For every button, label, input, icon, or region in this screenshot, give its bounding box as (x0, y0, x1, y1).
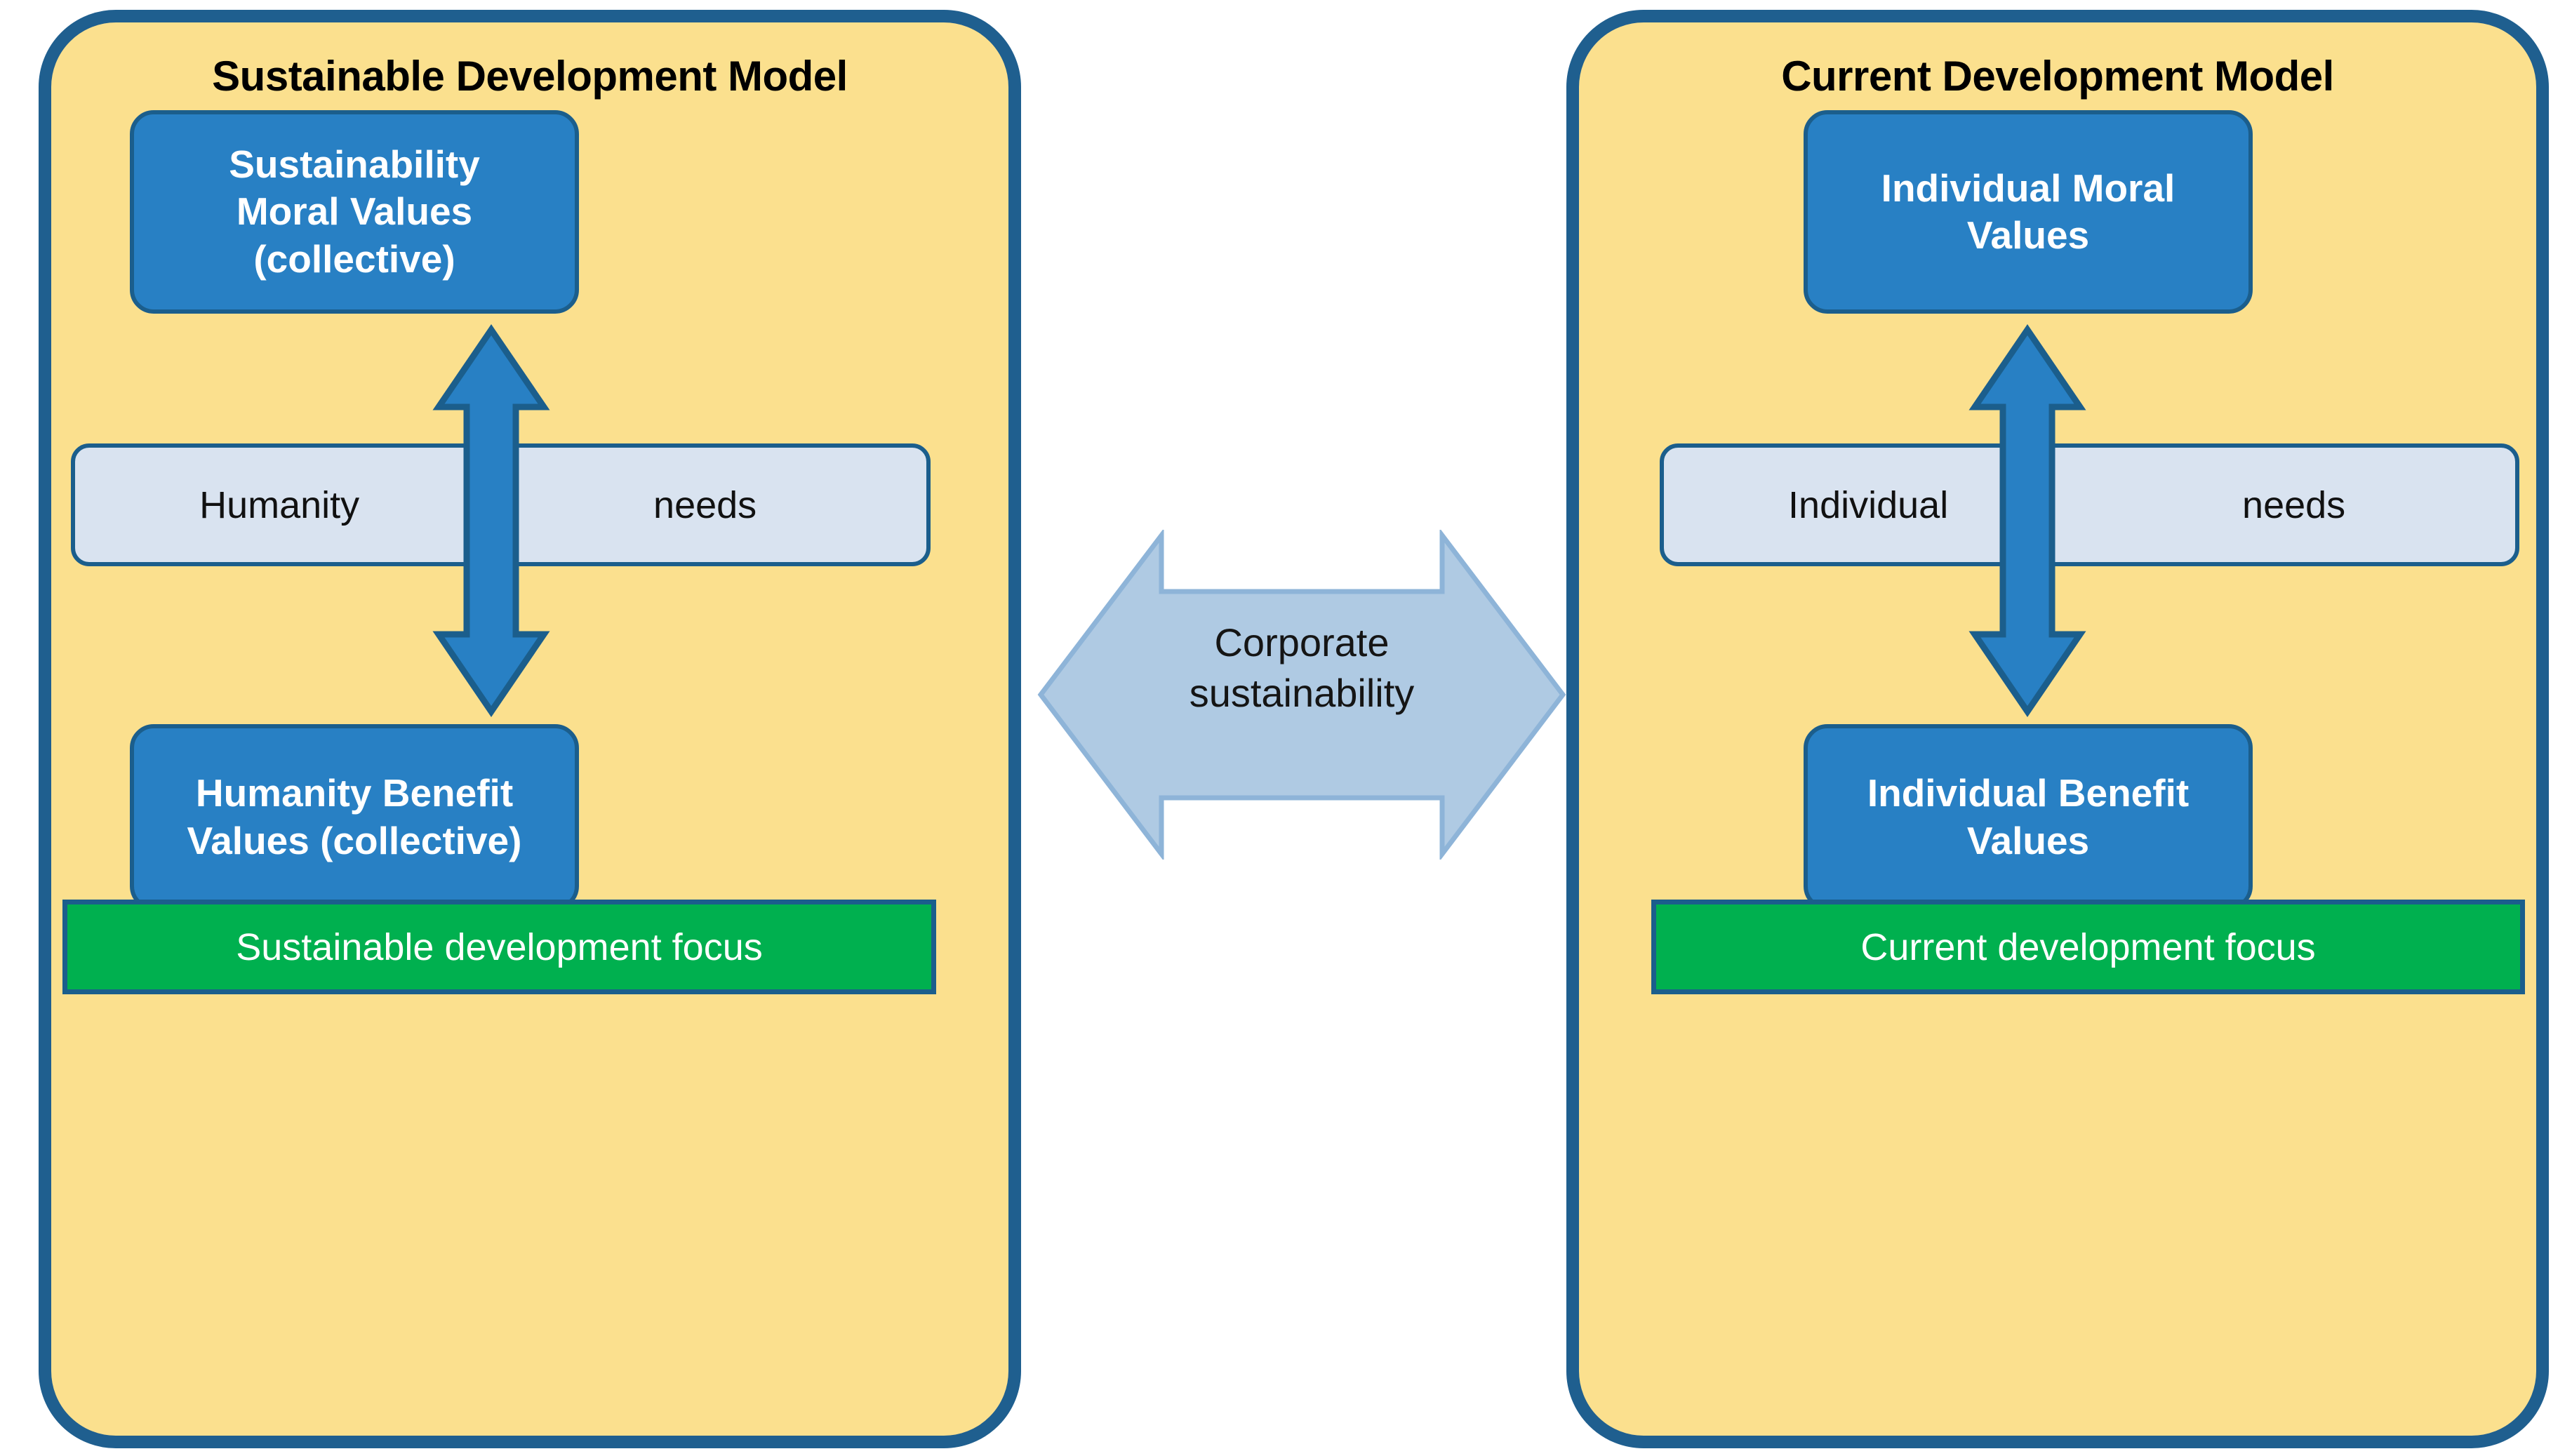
line-1: Sustainability (229, 142, 480, 187)
box-humanity-benefit-values-label: Humanity Benefit Values (collective) (187, 770, 522, 864)
box-individual-moral-values-label: Individual Moral Values (1881, 165, 2175, 259)
line-1: Individual Benefit (1867, 771, 2190, 815)
needs-bar-individual: Individual needs (1660, 443, 2519, 566)
box-individual-moral-values: Individual Moral Values (1804, 110, 2253, 314)
focus-bar-sustainable-development: Sustainable development focus (62, 900, 936, 994)
line-1: Individual Moral (1881, 166, 2175, 210)
line-1: Humanity Benefit (195, 771, 514, 815)
vertical-double-arrow-icon-left (432, 324, 551, 717)
panel-sustainable-development-model: Sustainable Development Model Sustainabi… (39, 10, 1021, 1448)
panel-title-left: Sustainable Development Model (212, 53, 848, 100)
needs-bar-right-label: needs (2242, 483, 2346, 526)
needs-bar-left-label: Individual (1788, 483, 1949, 526)
box-individual-benefit-values: Individual Benefit Values (1804, 724, 2253, 910)
panel-title-right: Current Development Model (1781, 53, 2334, 100)
panel-current-development-model: Current Development Model Individual Mor… (1566, 10, 2549, 1448)
box-sustainability-moral-values-label: Sustainability Moral Values (collective) (229, 141, 480, 282)
vertical-double-arrow-icon-right (1968, 324, 2087, 717)
box-sustainability-moral-values: Sustainability Moral Values (collective) (130, 110, 579, 314)
focus-bar-current-development: Current development focus (1651, 900, 2525, 994)
box-humanity-benefit-values: Humanity Benefit Values (collective) (130, 724, 579, 910)
horizontal-double-arrow-icon-center (1035, 530, 1568, 860)
needs-bar-right-label: needs (653, 483, 757, 526)
line-2: Values (1966, 818, 2090, 862)
line-3: (collective) (253, 236, 455, 281)
line-2: Values (1966, 213, 2090, 257)
line-2: Values (collective) (187, 818, 522, 862)
needs-bar-left-label: Humanity (199, 483, 360, 526)
line-2: Moral Values (236, 189, 473, 234)
box-individual-benefit-values-label: Individual Benefit Values (1867, 770, 2189, 864)
